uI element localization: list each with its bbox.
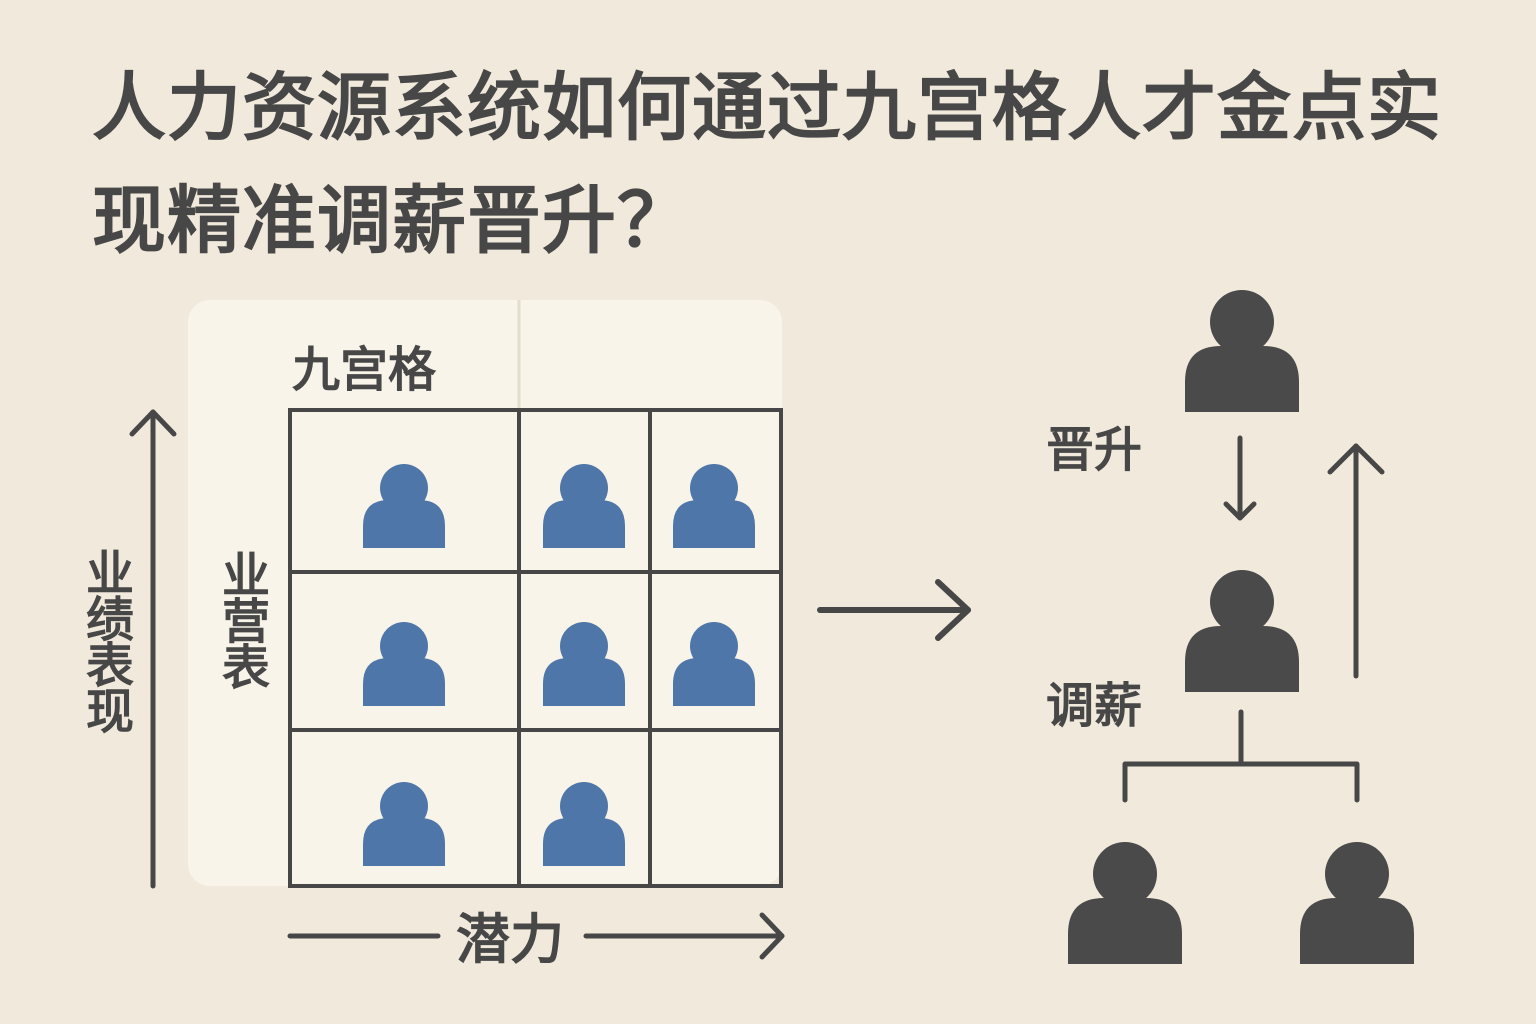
- x-axis-arrowhead: [759, 912, 785, 960]
- promoted-person-icon: [1185, 290, 1299, 412]
- inner-axis-label: 业营表: [213, 550, 269, 688]
- org-tree-branch: [1122, 761, 1360, 803]
- x-axis-label: 潜力: [456, 908, 564, 971]
- salary-person-icon: [1185, 570, 1299, 692]
- subordinate-person-right-icon: [1300, 842, 1414, 964]
- y-axis-label: 业绩表现: [77, 548, 133, 732]
- y-axis-arrowhead: [129, 409, 177, 437]
- up-arrowhead: [1327, 443, 1385, 475]
- page-title: 人力资源系统如何通过九宫格人才金点实现精准调薪晋升？: [92, 65, 1442, 264]
- down-arrowhead: [1223, 501, 1257, 521]
- salary-label: 调薪: [1046, 678, 1142, 734]
- promotion-label: 晋升: [1046, 422, 1142, 478]
- nine-box-grid: [288, 408, 783, 888]
- subordinate-person-left-icon: [1068, 842, 1182, 964]
- flow-arrowhead: [935, 579, 971, 641]
- grid-panel: [188, 300, 782, 886]
- grid-title: 九宫格: [292, 342, 437, 398]
